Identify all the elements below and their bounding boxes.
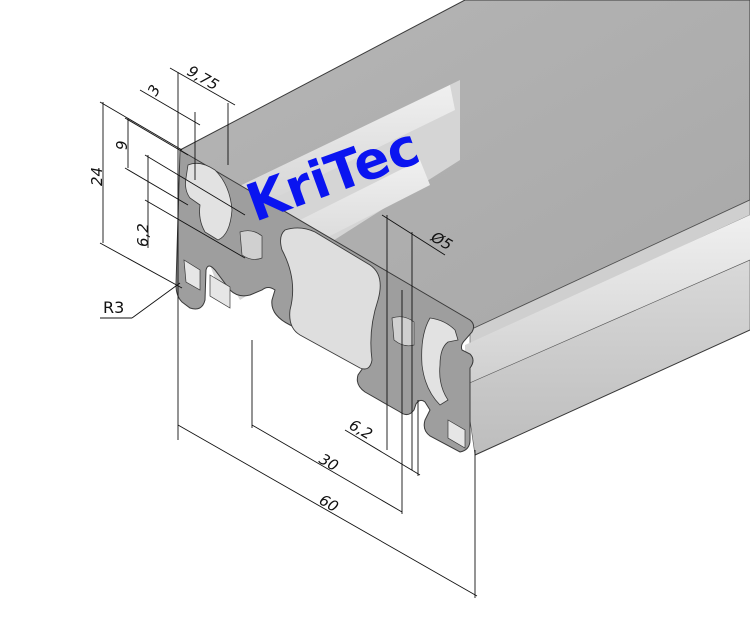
left-slot-hollow [185, 162, 233, 241]
core-bore-left [239, 230, 263, 260]
left-groove-upper [200, 85, 455, 232]
right-slot-hollow [421, 317, 459, 406]
profile-body [175, 0, 750, 456]
left-corner-hollow [183, 259, 201, 291]
dimension-lines [99, 67, 478, 598]
dim-width-total: 60 [316, 491, 342, 516]
dim-slot-width-bottom: 6,2 [346, 416, 376, 444]
core-bore-right [391, 316, 415, 347]
dim-radius: R3 [103, 298, 124, 317]
right-slot-groove [465, 215, 750, 385]
dim-pitch: 30 [316, 450, 342, 475]
center-big-hollow [280, 227, 381, 370]
left-corner-hollow-2 [209, 274, 231, 309]
dim-height-total: 24 [88, 167, 106, 186]
dim-slot-width-left: 6,2 [134, 223, 152, 247]
upper-lip-face [469, 199, 750, 346]
right-corner-hollow [447, 419, 466, 449]
dim-slot-depth: 9 [113, 140, 131, 150]
dim-slot-offset: 9,75 [184, 62, 222, 94]
dim-wall-thickness: 3 [144, 82, 164, 99]
right-side-face [464, 259, 750, 456]
